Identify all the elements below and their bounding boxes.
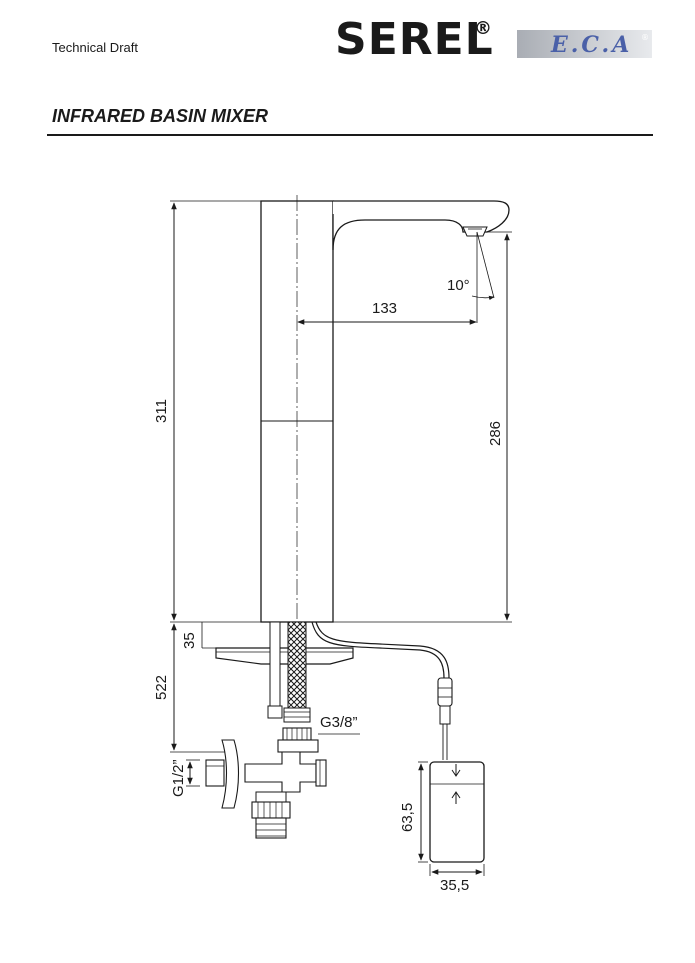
angle-valve bbox=[205, 727, 327, 839]
battery-box bbox=[429, 761, 485, 863]
eca-logo: E.C.A ® bbox=[517, 30, 652, 58]
base-thickness-label: 35 bbox=[181, 632, 198, 649]
valve-connection-label: G1/2” bbox=[170, 759, 187, 797]
spout-reach-label: 133 bbox=[372, 300, 397, 317]
sensor-cable bbox=[311, 621, 453, 760]
spout-height-label: 286 bbox=[487, 421, 504, 446]
serel-logo: SEREL bbox=[335, 14, 494, 65]
hose-connection-label: G3/8” bbox=[320, 714, 358, 731]
battery-width-label: 35,5 bbox=[440, 877, 469, 894]
faucet-body bbox=[260, 195, 510, 660]
below-counter-label: 522 bbox=[153, 675, 170, 700]
eca-logo-text: E.C.A bbox=[550, 32, 632, 58]
page-title: INFRARED BASIN MIXER bbox=[52, 106, 269, 126]
battery-height-label: 63,5 bbox=[399, 803, 416, 832]
total-height-label: 311 bbox=[153, 399, 170, 423]
mounting-assembly bbox=[215, 621, 354, 723]
registered-mark: ® bbox=[474, 18, 492, 39]
sensor-angle-label: 10° bbox=[447, 277, 470, 294]
document-type-label: Technical Draft bbox=[52, 40, 138, 55]
title-divider bbox=[47, 134, 653, 136]
eca-registered-mark: ® bbox=[641, 33, 649, 42]
